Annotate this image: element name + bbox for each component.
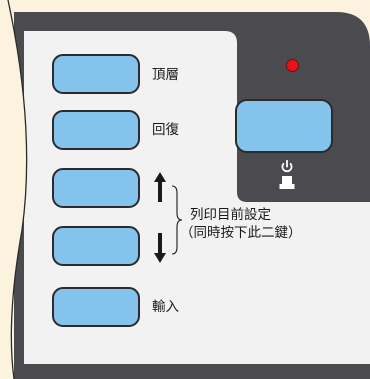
- power-icon: [279, 160, 295, 189]
- arrow-up-icon: [154, 172, 166, 202]
- panel-cut-edge: [0, 0, 27, 379]
- reset-note-line1: 列印目前設定: [190, 207, 271, 223]
- reset-note-line2: （同時按下此二鍵）: [180, 225, 302, 241]
- arrow-down-icon: [154, 233, 166, 263]
- up-button[interactable]: [52, 168, 140, 208]
- button-group-brace: [171, 185, 183, 255]
- down-button[interactable]: [52, 226, 140, 266]
- top-button[interactable]: [52, 54, 140, 94]
- back-button-label: 回復: [152, 122, 179, 138]
- power-button[interactable]: [235, 99, 333, 153]
- enter-button[interactable]: [52, 287, 140, 327]
- power-led-indicator: [286, 59, 299, 72]
- top-button-label: 頂層: [152, 67, 179, 83]
- back-button[interactable]: [52, 110, 140, 150]
- enter-button-label: 輸入: [152, 299, 179, 315]
